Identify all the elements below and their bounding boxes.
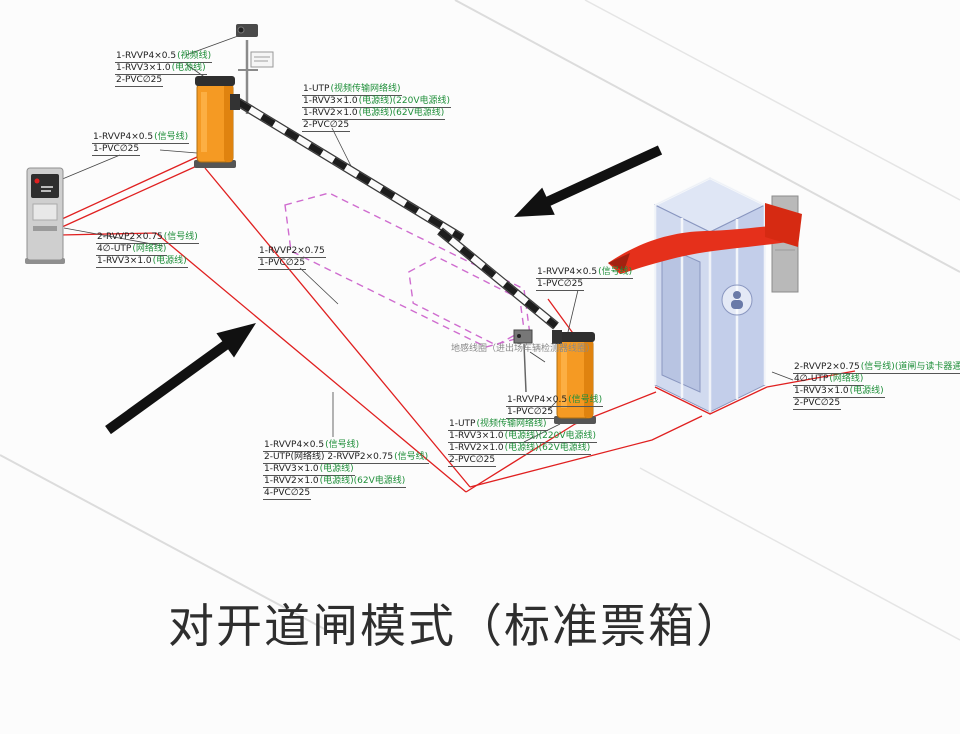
detector-box xyxy=(513,329,533,344)
wire xyxy=(766,370,856,388)
ribbon-band xyxy=(608,224,795,274)
right-barrier-gate xyxy=(437,227,596,424)
wire xyxy=(204,167,471,488)
dispenser-keypad xyxy=(32,203,58,221)
wire xyxy=(59,232,467,493)
ticket-booth xyxy=(608,176,802,413)
camera-pole xyxy=(236,24,274,114)
ticket-dispenser xyxy=(25,167,65,264)
road-markings xyxy=(0,0,960,641)
ribbon-wrap xyxy=(765,203,802,247)
diagram-title: 对开道闸模式（标准票箱） xyxy=(168,599,744,653)
attendant-figure xyxy=(733,291,741,299)
exit-direction-arrow xyxy=(514,145,663,217)
ribbon-fold xyxy=(608,253,630,271)
sign-panel xyxy=(250,51,274,68)
barrier-arm-stripes xyxy=(437,228,559,329)
wire xyxy=(61,156,198,220)
entry-direction-arrow xyxy=(105,323,256,435)
wire xyxy=(547,298,576,337)
wire xyxy=(654,386,768,415)
ground-loop-island-small xyxy=(408,256,525,346)
wire xyxy=(465,423,576,493)
ticket-slot xyxy=(33,226,57,231)
leader-lines xyxy=(59,35,794,443)
left-barrier-gate xyxy=(194,76,465,242)
status-led xyxy=(34,178,40,184)
detector-post xyxy=(513,329,533,393)
wire xyxy=(61,164,200,228)
wire xyxy=(469,415,703,488)
traffic-arrows xyxy=(105,145,663,435)
